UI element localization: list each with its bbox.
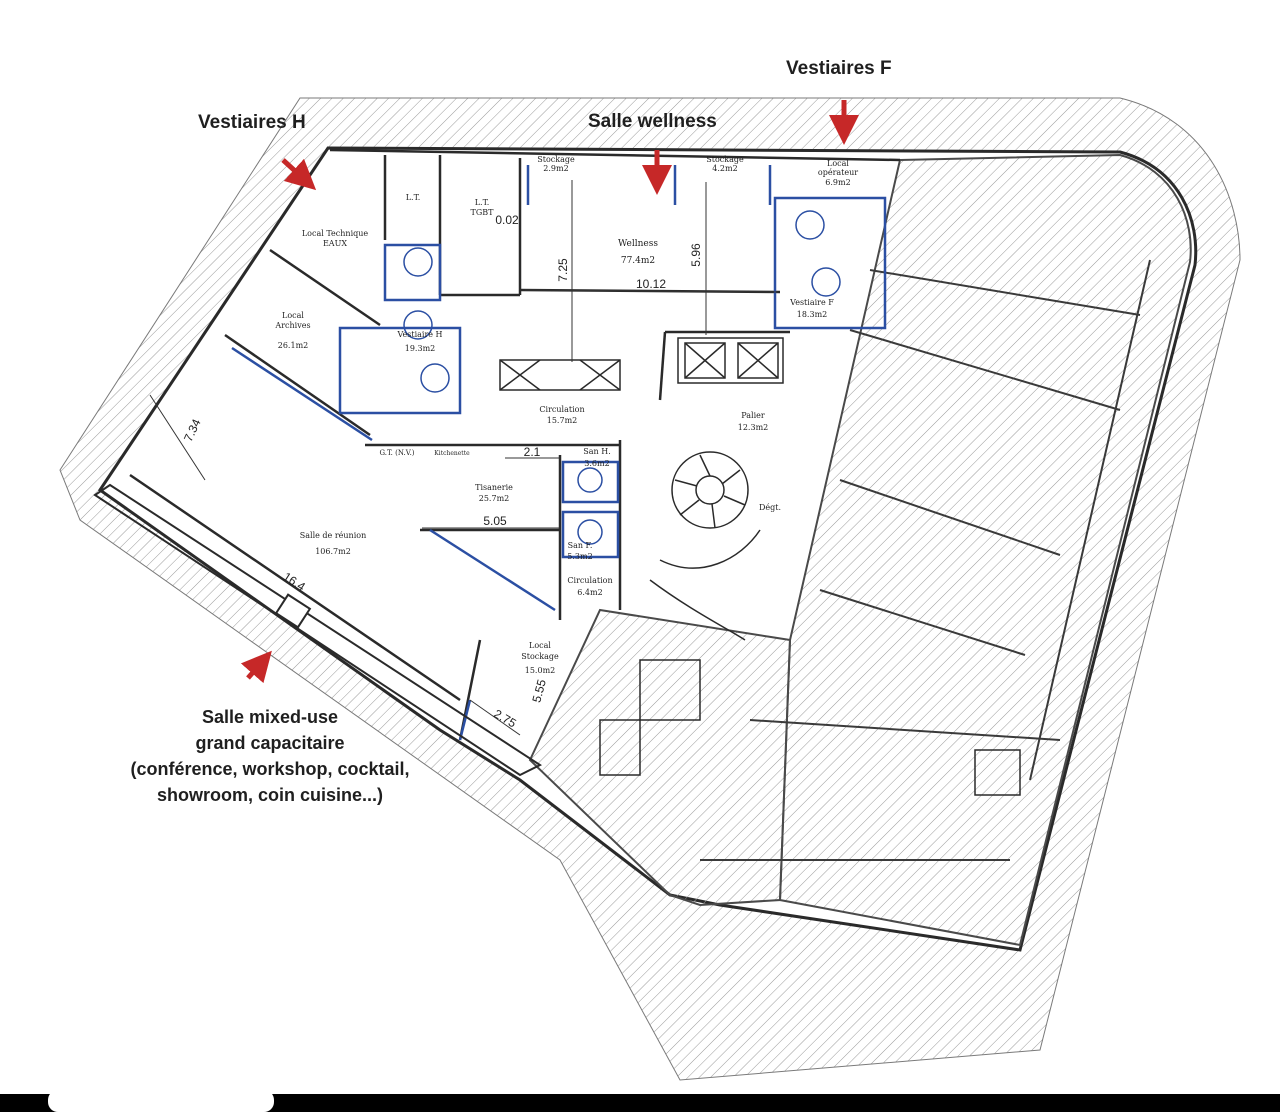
right-zone-walls (700, 259, 1151, 861)
footer-bar (0, 1094, 1280, 1112)
dim-2-1: 2.1 (524, 445, 541, 459)
dim-0-02: 0.02 (495, 213, 519, 227)
room-kitchenette: Kitchenette (434, 450, 470, 457)
dim-10-12: 10.12 (636, 277, 666, 291)
callout-mixed-use: Salle mixed-use grand capacitaire (confé… (60, 704, 480, 808)
accessibility-icons (403, 210, 841, 545)
arrow-vestiaires-h (281, 158, 317, 191)
callout-vestiaires-h: Vestiaires H (198, 112, 306, 133)
mixed-use-line-1: Salle mixed-use (201, 707, 339, 727)
facade-pier (274, 593, 312, 629)
mixed-use-line-2: grand capacitaire (195, 733, 345, 753)
lift-shafts (499, 337, 1021, 796)
footer-pill (48, 1090, 274, 1112)
facade-window-band (93, 483, 543, 777)
mixed-use-line-3: (conférence, workshop, cocktail, (130, 759, 410, 779)
room-san-f: San F.5.3m2 (567, 541, 592, 561)
callout-salle-wellness: Salle wellness (588, 111, 717, 132)
room-san-h: San H.3.6m2 (583, 447, 610, 468)
callout-arrows (240, 100, 859, 684)
dim-7-25: 7.25 (556, 258, 570, 282)
room-degt: Dégt. (759, 503, 781, 512)
room-lt: L.T. (406, 193, 421, 202)
callout-vestiaires-f: Vestiaires F (786, 58, 892, 79)
dimension-lines (149, 180, 779, 736)
lower-hatched-zone (528, 608, 792, 907)
dim-5-55: 5.55 (529, 678, 549, 704)
dim-5-96: 5.96 (689, 243, 703, 267)
arrow-mixed-use (240, 650, 272, 684)
room-gt: G.T. (N.V.) (379, 449, 414, 457)
spiral-stair (649, 451, 761, 641)
mixed-use-line-4: showroom, coin cuisine...) (156, 785, 384, 805)
room-lt-tgbt: L.T.TGBT (471, 198, 495, 217)
blue-partitions (231, 165, 887, 741)
right-hatched-zone (778, 153, 1192, 947)
interior-walls (129, 148, 901, 741)
dim-5-05: 5.05 (483, 514, 507, 528)
